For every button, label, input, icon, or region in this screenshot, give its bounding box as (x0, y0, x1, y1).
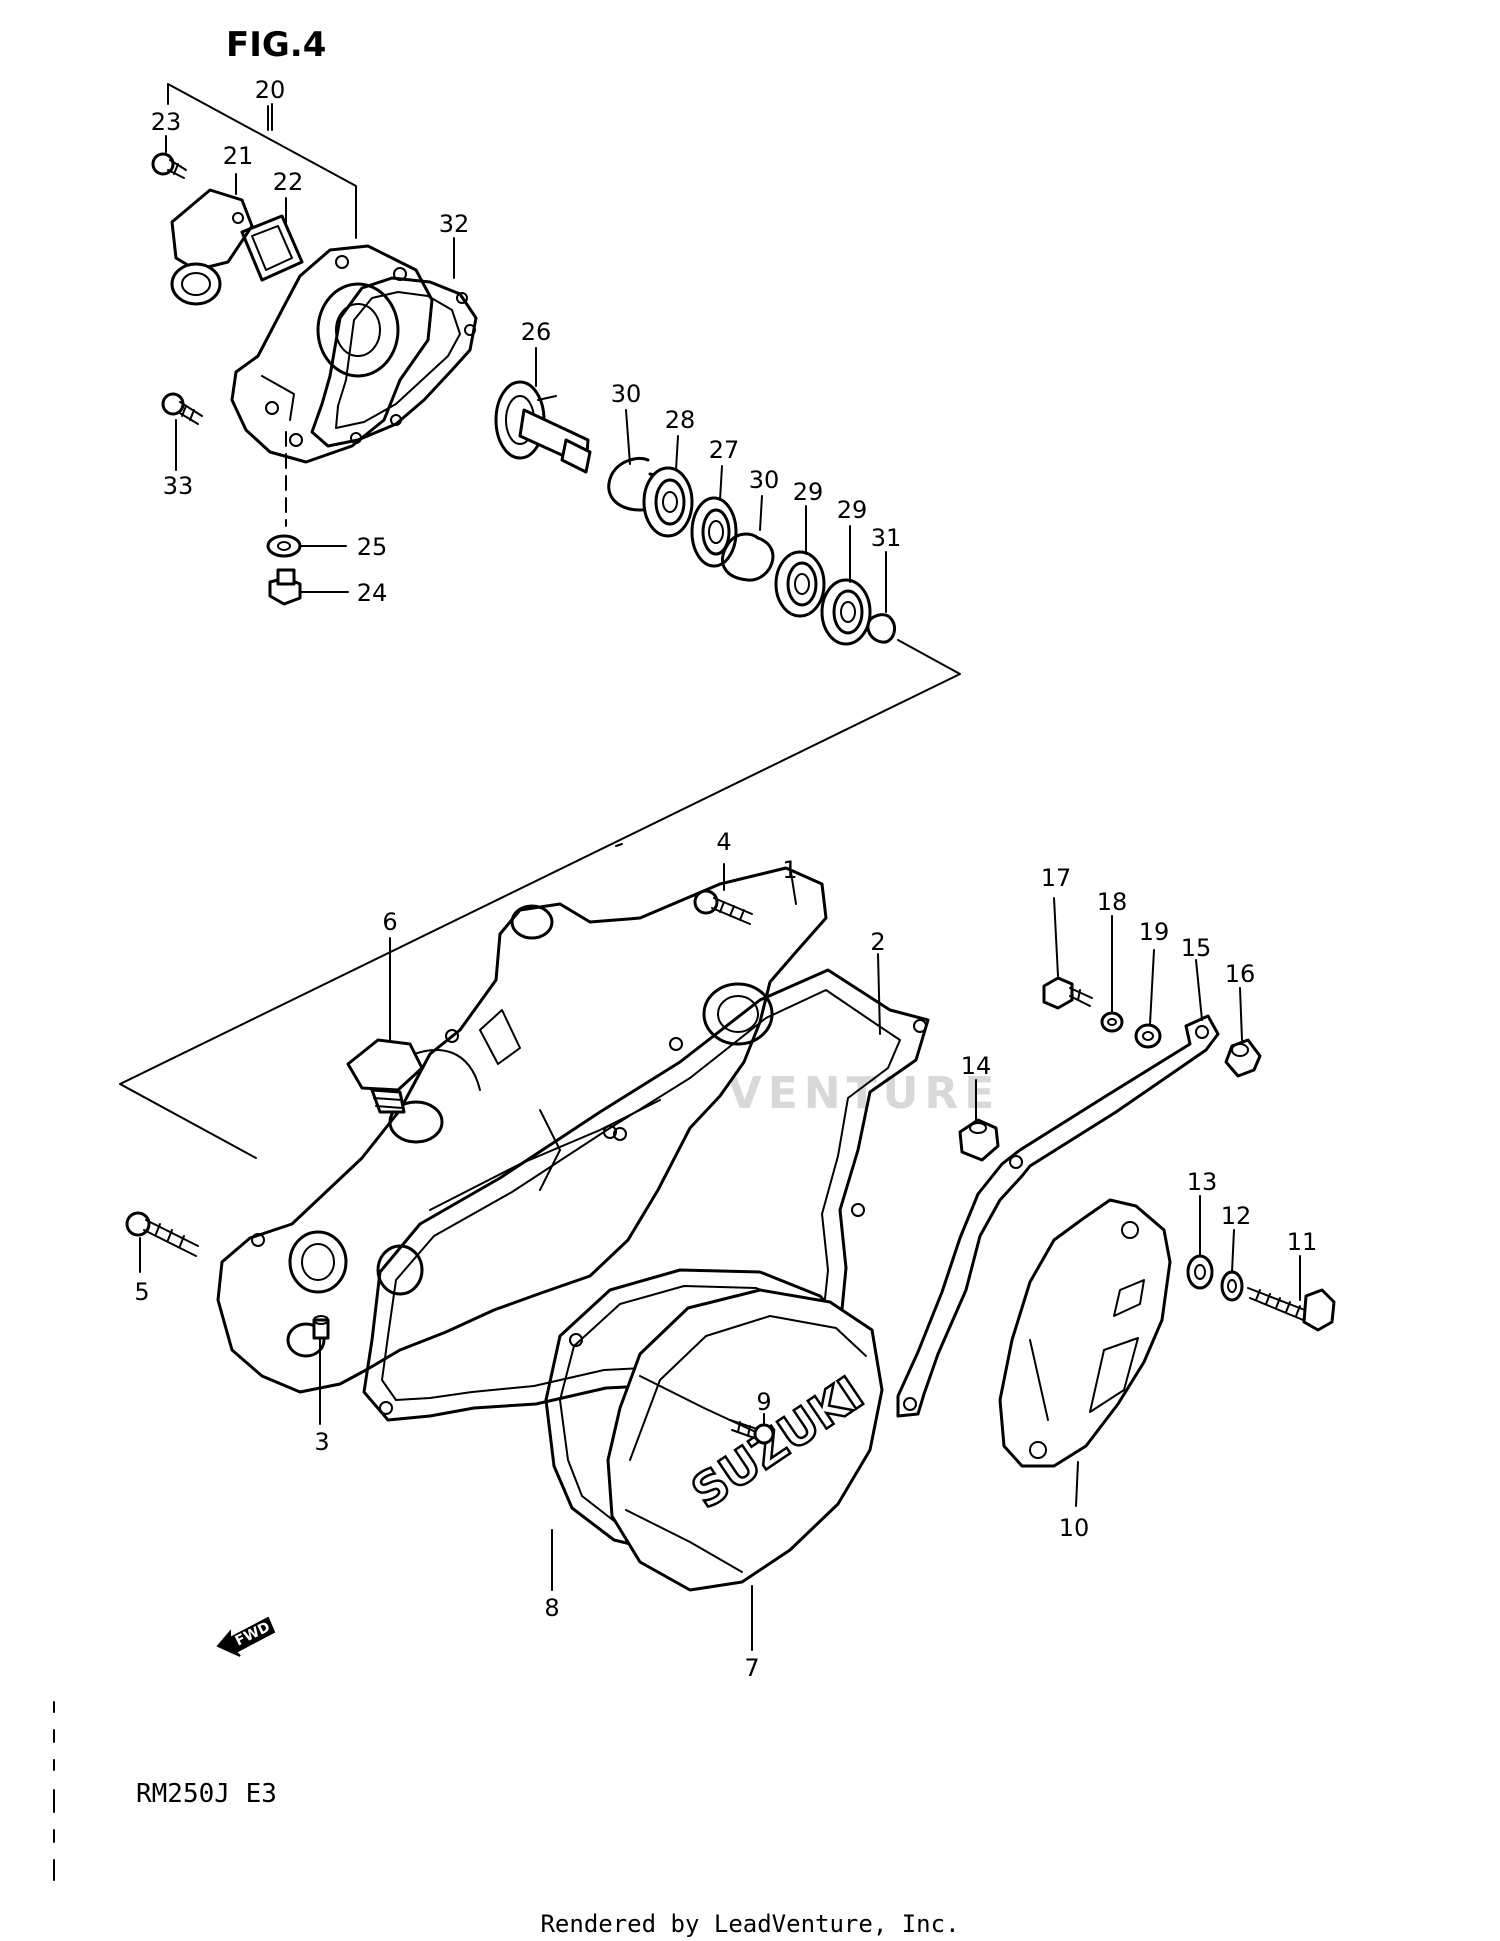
water-outlet-elbow-21 (170, 188, 254, 306)
callout-24: 24 (357, 579, 388, 607)
bearing-29-b (820, 578, 872, 646)
bearing-28 (642, 466, 694, 538)
callout-12: 12 (1221, 1202, 1252, 1230)
footer-credit: Rendered by LeadVenture, Inc. (540, 1910, 959, 1938)
callout-25: 25 (357, 533, 388, 561)
washer-19 (1134, 1023, 1162, 1049)
crankcase-cover-1 (216, 866, 828, 1394)
callout-4: 4 (716, 828, 731, 856)
gasket-32 (310, 276, 478, 448)
callout-22: 22 (273, 168, 304, 196)
callout-26: 26 (521, 318, 552, 346)
callout-10: 10 (1059, 1514, 1090, 1542)
nut-14 (958, 1118, 1000, 1162)
callout-7: 7 (744, 1654, 759, 1682)
bracket-15 (896, 1014, 1220, 1418)
filler-cap-6 (346, 1038, 424, 1114)
callout-20: 20 (255, 76, 286, 104)
callout-29b: 29 (837, 496, 868, 524)
fwd-label: FWD (233, 1619, 273, 1649)
group-bracket-20 (167, 83, 357, 239)
forward-marker: FWD (216, 1616, 276, 1657)
callout-33: 33 (163, 472, 194, 500)
callout-32: 32 (439, 210, 470, 238)
callout-18: 18 (1097, 888, 1128, 916)
callout-2: 2 (870, 928, 885, 956)
dowel-3 (312, 1315, 330, 1340)
callout-30b: 30 (749, 466, 780, 494)
bolt-4 (693, 889, 753, 925)
callout-30a: 30 (611, 380, 642, 408)
guard-10 (998, 1198, 1172, 1468)
callout-27: 27 (709, 436, 740, 464)
callout-19: 19 (1139, 918, 1170, 946)
callout-14: 14 (961, 1052, 992, 1080)
bolt-11 (1247, 1287, 1336, 1332)
spacer-16 (1224, 1038, 1262, 1078)
callout-17: 17 (1041, 864, 1072, 892)
axis-connector (119, 639, 961, 1159)
callout-6: 6 (382, 908, 397, 936)
axis-mark (615, 843, 623, 847)
leader-lines (139, 105, 1301, 1651)
callout-16: 16 (1225, 960, 1256, 988)
oil-seal-27 (690, 496, 738, 568)
bolt-33 (161, 392, 203, 425)
clip-31 (866, 613, 897, 644)
gasket-2 (362, 968, 930, 1422)
callout-15: 15 (1181, 934, 1212, 962)
callout-21: 21 (223, 142, 254, 170)
callout-1: 1 (782, 856, 797, 884)
washer-18 (1100, 1011, 1124, 1033)
model-code: RM250J E3 (136, 1779, 277, 1809)
callout-29a: 29 (793, 478, 824, 506)
callout-13: 13 (1187, 1168, 1218, 1196)
clutch-cover-7 (606, 1288, 884, 1592)
circlip-30-b (721, 532, 775, 582)
callout-23: 23 (151, 108, 182, 136)
drain-bolt-24 (268, 568, 349, 606)
callout-3: 3 (314, 1428, 329, 1456)
bolt-23 (151, 152, 187, 179)
bolt-17 (1042, 976, 1093, 1010)
callout-9: 9 (756, 1388, 771, 1416)
callout-labels: 20 23 21 22 32 26 30 28 27 30 29 29 31 3… (134, 76, 1317, 1682)
callout-28: 28 (665, 406, 696, 434)
gasket-22 (240, 214, 304, 282)
callout-8: 8 (544, 1594, 559, 1622)
washer-12 (1220, 1270, 1244, 1302)
bearing-29-a (774, 550, 826, 618)
washer-13 (1186, 1254, 1214, 1290)
water-pump-cover-20 (230, 244, 434, 464)
bolt-5 (125, 1211, 199, 1257)
callout-5: 5 (134, 1278, 149, 1306)
callout-31: 31 (871, 524, 902, 552)
impeller-shaft-26 (494, 380, 592, 474)
callout-11: 11 (1287, 1228, 1318, 1256)
washer-25 (266, 534, 347, 558)
figure-title: FIG.4 (226, 25, 326, 65)
